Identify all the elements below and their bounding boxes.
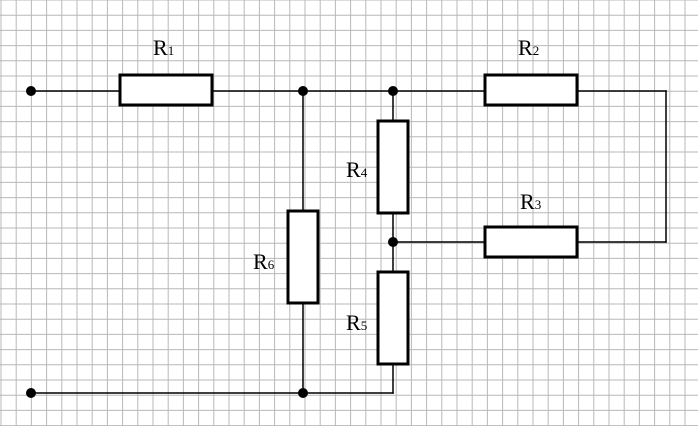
resistors [118, 73, 579, 366]
label-r2: R2 [518, 35, 539, 60]
junction-nodes [26, 86, 398, 398]
label-r2-letter: R [518, 35, 533, 60]
label-r3: R3 [520, 189, 541, 214]
resistor-r1 [118, 73, 214, 107]
label-r2-index: 2 [533, 43, 540, 58]
label-r6-index: 6 [268, 257, 275, 272]
label-r5: R5 [346, 310, 367, 335]
label-r4-letter: R [346, 157, 361, 182]
label-r4-index: 4 [361, 165, 368, 180]
label-r5-index: 5 [361, 318, 368, 333]
label-r4: R4 [346, 157, 368, 182]
resistor-r2 [483, 73, 579, 107]
terminal-top-left [26, 86, 36, 96]
resistor-r6 [286, 209, 320, 305]
junction-r6-bottom [298, 388, 308, 398]
junction-r6-top [298, 86, 308, 96]
resistor-r4 [376, 119, 410, 215]
terminal-bottom-left [26, 388, 36, 398]
label-r1-index: 1 [168, 43, 175, 58]
label-r1: R1 [153, 35, 174, 60]
label-r3-letter: R [520, 189, 535, 214]
label-r5-letter: R [346, 310, 361, 335]
junction-r4-r5-r3 [388, 237, 398, 247]
circuit-wires [30, 90, 667, 394]
label-r6-letter: R [253, 249, 268, 274]
resistor-r5 [376, 270, 410, 366]
junction-r4-top [388, 86, 398, 96]
label-r3-index: 3 [535, 197, 542, 212]
label-r6: R6 [253, 249, 275, 274]
resistor-labels: R1 R2 R3 R4 R5 R6 [153, 35, 541, 335]
resistor-r3 [483, 225, 579, 259]
label-r1-letter: R [153, 35, 168, 60]
